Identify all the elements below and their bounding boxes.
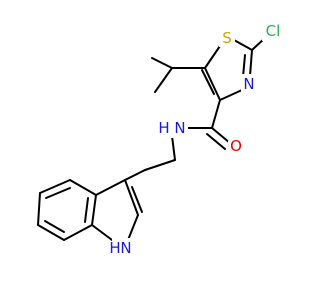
bond-c4-c5	[204, 67, 221, 101]
bond-c2-n-double	[242, 54, 246, 78]
atom-labels: S Cl N N H O N H	[109, 21, 284, 258]
atom-h-indole: H	[109, 239, 120, 257]
bond-ch2b-c3	[124, 169, 146, 181]
bond-carbonyl-o	[211, 127, 231, 144]
bond-c7-c7a	[63, 224, 93, 241]
structure-diagram: S Cl N N H O N H	[37, 21, 284, 258]
bond-isopropyl-methyl-left	[151, 57, 173, 69]
bonds	[37, 37, 266, 241]
bond-c4-c5b	[39, 179, 71, 194]
bond-n1-c7a	[91, 224, 113, 241]
bond-c3-c2	[124, 179, 139, 216]
bond-c4-c5b-double	[45, 187, 71, 199]
atom-n-indole: N	[120, 239, 131, 257]
bond-c6-c7-double	[44, 220, 65, 233]
bond-c3a-c4	[69, 179, 97, 196]
bond-c3a-c3	[95, 179, 126, 196]
bond-carbonyl-o-double	[206, 133, 226, 150]
bond-c2-n1	[127, 214, 139, 241]
atom-cl: Cl	[266, 22, 281, 40]
atom-s: S	[222, 29, 232, 47]
bond-c4-carbonyl	[211, 99, 221, 129]
bond-c5-s	[204, 45, 221, 69]
bond-n-c4	[219, 89, 243, 101]
atom-h-amide: H	[158, 119, 169, 137]
bond-n-ch2a	[171, 135, 176, 161]
atom-n-ring: N	[243, 75, 254, 93]
bond-c3-c2-double	[131, 186, 143, 213]
bond-isopropyl-methyl-down	[154, 67, 173, 93]
bond-c6-c7	[37, 224, 65, 241]
atom-o: O	[230, 137, 242, 155]
bond-c5b-c6	[37, 192, 41, 226]
bond-s-c2	[233, 39, 253, 51]
atom-n-amide: N	[174, 119, 185, 137]
molecule-canvas: S Cl N N H O N H	[37, 21, 284, 258]
bond-c7a-c3a	[91, 194, 97, 226]
bond-c7a-c3a-double	[84, 197, 89, 223]
bond-c4-c5-double	[201, 69, 215, 95]
bond-ch2a-ch2b	[144, 159, 176, 171]
bond-c2-n	[249, 49, 253, 77]
